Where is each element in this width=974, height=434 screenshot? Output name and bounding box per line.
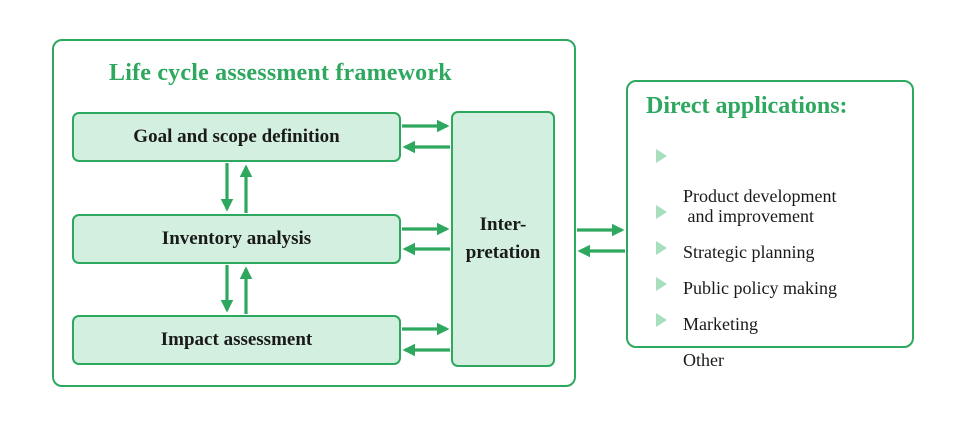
application-label: Public policy making bbox=[683, 278, 837, 298]
triangle-bullet-icon bbox=[656, 241, 667, 255]
application-label: Product development and improvement bbox=[683, 186, 837, 226]
impact-assessment-box: Impact assessment bbox=[72, 315, 401, 365]
triangle-bullet-icon bbox=[656, 205, 667, 219]
application-item-product-development: Product development and improvement bbox=[656, 146, 836, 246]
interpretation-box: Inter- pretation bbox=[451, 111, 555, 367]
application-label: Marketing bbox=[683, 314, 758, 334]
application-item-strategic-planning: Strategic planning bbox=[656, 202, 814, 282]
inventory-analysis-box: Inventory analysis bbox=[72, 214, 401, 264]
application-label: Strategic planning bbox=[683, 242, 815, 262]
goal-and-scope-box: Goal and scope definition bbox=[72, 112, 401, 162]
direct-applications-panel: Direct applications: Product development… bbox=[626, 80, 914, 370]
application-label: Other bbox=[683, 350, 724, 370]
interpretation-label-line2: pretation bbox=[465, 242, 541, 263]
application-item-other: Other bbox=[656, 310, 724, 390]
interpretation-label-line1: Inter- bbox=[479, 214, 527, 235]
triangle-bullet-icon bbox=[656, 149, 667, 163]
framework-title: Life cycle assessment framework bbox=[109, 60, 452, 86]
triangle-bullet-icon bbox=[656, 277, 667, 291]
application-item-public-policy: Public policy making bbox=[656, 238, 837, 318]
triangle-bullet-icon bbox=[656, 313, 667, 327]
applications-title: Direct applications: bbox=[646, 93, 848, 119]
application-item-marketing: Marketing bbox=[656, 274, 758, 354]
